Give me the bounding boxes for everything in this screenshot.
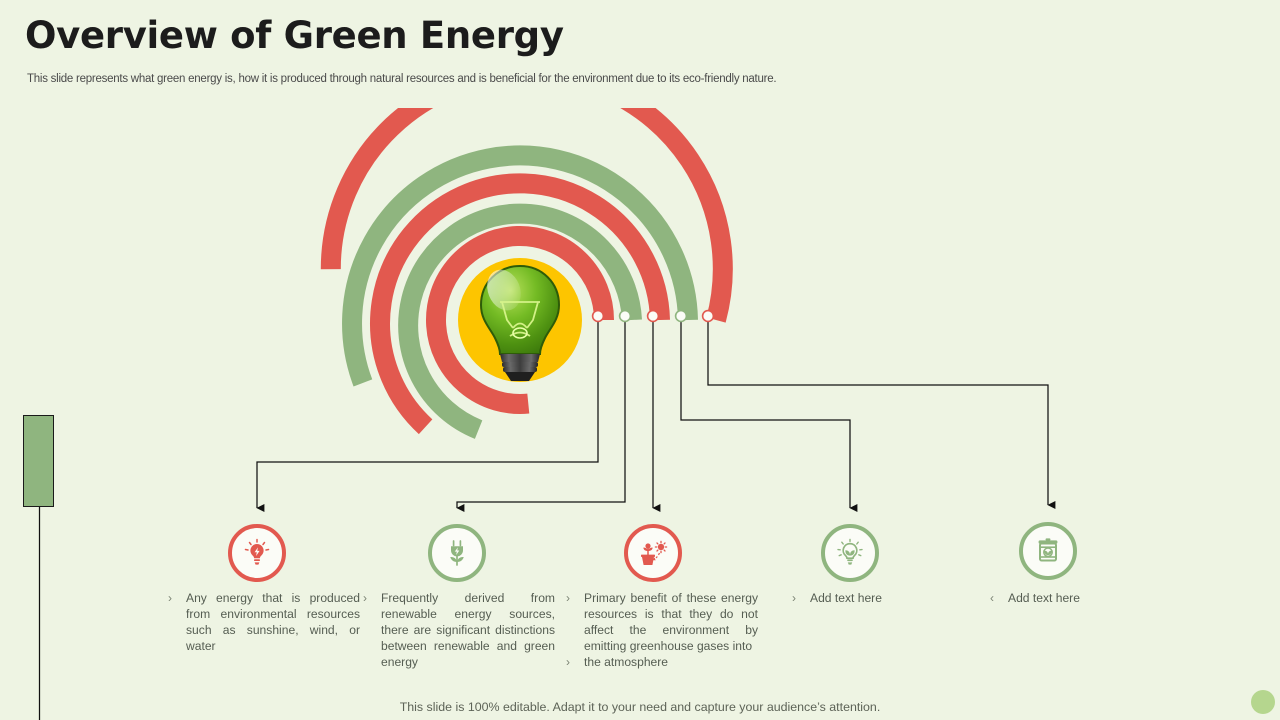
bullet-item: › Primary benefit of these energy resour… <box>566 590 758 654</box>
arc-1-red <box>320 108 733 323</box>
bullet-marker: › <box>792 591 796 605</box>
text-block-1: › Any energy that is produced from envir… <box>168 590 360 654</box>
text-block-5: ‹ Add text here <box>990 590 1182 606</box>
bullet-label: Frequently derived from renewable energy… <box>381 591 555 670</box>
spiral-arcs <box>320 108 733 439</box>
node-icon-1[interactable] <box>228 524 286 582</box>
text-block-3: › Primary benefit of these energy resour… <box>566 590 758 670</box>
bullet-label: Any energy that is produced from environ… <box>186 591 360 654</box>
center-disc <box>458 258 582 382</box>
battery-leaf-icon <box>1038 538 1058 562</box>
node-icon-4[interactable] <box>821 524 879 582</box>
text-block-2: › Frequently derived from renewable ener… <box>363 590 555 670</box>
bullet-marker: › <box>363 591 367 605</box>
node-icon-2[interactable] <box>428 524 486 582</box>
text-block-4: › Add text here <box>792 590 984 606</box>
bullet-label: the atmosphere <box>584 655 669 670</box>
page-title: Overview of Green Energy <box>25 14 564 57</box>
bullet-item: › Add text here <box>792 590 984 606</box>
bullet-marker: › <box>566 591 570 605</box>
page-subtitle: This slide represents what green energy … <box>27 73 777 85</box>
lightbulb-leaf-icon <box>837 538 863 565</box>
lightbulb-bolt-icon <box>244 538 270 565</box>
arc-2-green <box>342 145 698 387</box>
bullet-marker: ‹ <box>990 591 994 605</box>
footer-note: This slide is 100% editable. Adapt it to… <box>399 700 881 714</box>
bullet-label[interactable]: Add text here <box>1008 591 1080 605</box>
node-icon-3[interactable] <box>624 524 682 582</box>
bullet-item: › Any energy that is produced from envir… <box>168 590 360 654</box>
corner-decoration-dot <box>1251 690 1275 714</box>
connector-5 <box>707 318 1056 509</box>
bullet-item: › the atmosphere <box>566 654 758 670</box>
bullet-label: Primary benefit of these energy resource… <box>584 591 758 654</box>
plant-sun-icon <box>641 540 668 565</box>
bullet-marker: › <box>566 655 570 670</box>
bullet-marker: › <box>168 591 172 605</box>
bullet-item: ‹ Add text here <box>990 590 1182 606</box>
bullet-item: › Frequently derived from renewable ener… <box>363 590 555 670</box>
plug-leaf-icon <box>450 540 464 566</box>
left-green-placeholder[interactable] <box>23 415 54 507</box>
spiral-diagram <box>300 108 740 473</box>
bullet-label[interactable]: Add text here <box>810 591 882 605</box>
node-icon-5[interactable] <box>1019 522 1077 580</box>
